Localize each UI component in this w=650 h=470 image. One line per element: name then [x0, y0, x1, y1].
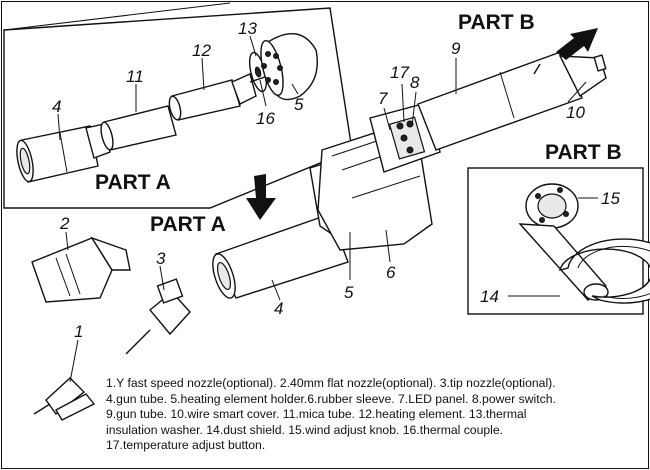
- dust-shield: [559, 238, 650, 304]
- part-b-label-top: PART B: [458, 11, 535, 34]
- part-b-label-box: PART B: [545, 141, 622, 164]
- box-edge-top-left: [3, 2, 231, 31]
- callout-5-box: 5: [294, 95, 304, 114]
- callout-4-box: 4: [52, 97, 61, 116]
- parts-legend: 1.Y fast speed nozzle(optional). 2.40mm …: [106, 376, 646, 454]
- legend-line: 9.gun tube. 10.wire smart cover. 11.mica…: [106, 407, 527, 422]
- callout-2: 2: [59, 214, 70, 233]
- callout-1: 1: [74, 322, 83, 341]
- wind-adjust-knob: [525, 183, 579, 229]
- callout-9: 9: [451, 39, 461, 58]
- mica-tube: [100, 105, 177, 151]
- callout-12: 12: [192, 41, 211, 60]
- callout-10: 10: [566, 103, 585, 122]
- legend-line: insulation washer. 14.dust shield. 15.wi…: [106, 422, 504, 437]
- part-a-label-main: PART A: [150, 213, 226, 236]
- callout-5-main: 5: [344, 283, 354, 302]
- heating-element-holder-part-a: [260, 33, 318, 101]
- part-a-arrow: [246, 174, 276, 220]
- part-a-label-box: PART A: [95, 171, 171, 194]
- callout-11: 11: [126, 67, 144, 86]
- detail-shaft: [518, 223, 609, 301]
- callout-7: 7: [378, 89, 388, 108]
- part-b-arrow: [556, 28, 598, 60]
- callout-15: 15: [601, 189, 620, 208]
- legend-line: 1.Y fast speed nozzle(optional). 2.40mm …: [106, 376, 556, 390]
- callout-4-main: 4: [274, 299, 283, 318]
- heating-element: [168, 73, 257, 121]
- assembled-gun: [212, 49, 607, 299]
- part-a-exploded-box: [3, 7, 353, 209]
- callout-3: 3: [156, 249, 166, 268]
- callout-13: 13: [238, 19, 257, 38]
- callout-17: 17: [390, 63, 409, 82]
- callout-6: 6: [386, 263, 396, 282]
- leader-lines: [57, 35, 598, 383]
- tip-nozzle: [125, 278, 191, 355]
- flat-nozzle: [31, 236, 131, 303]
- y-fast-speed-nozzle: [33, 377, 96, 421]
- legend-line: 17.temperature adjust button.: [106, 438, 266, 453]
- legend-line: 4.gun tube. 5.heating element holder.6.r…: [106, 391, 556, 406]
- callout-16: 16: [256, 109, 275, 128]
- callout-14: 14: [480, 287, 499, 306]
- callout-8: 8: [410, 73, 420, 92]
